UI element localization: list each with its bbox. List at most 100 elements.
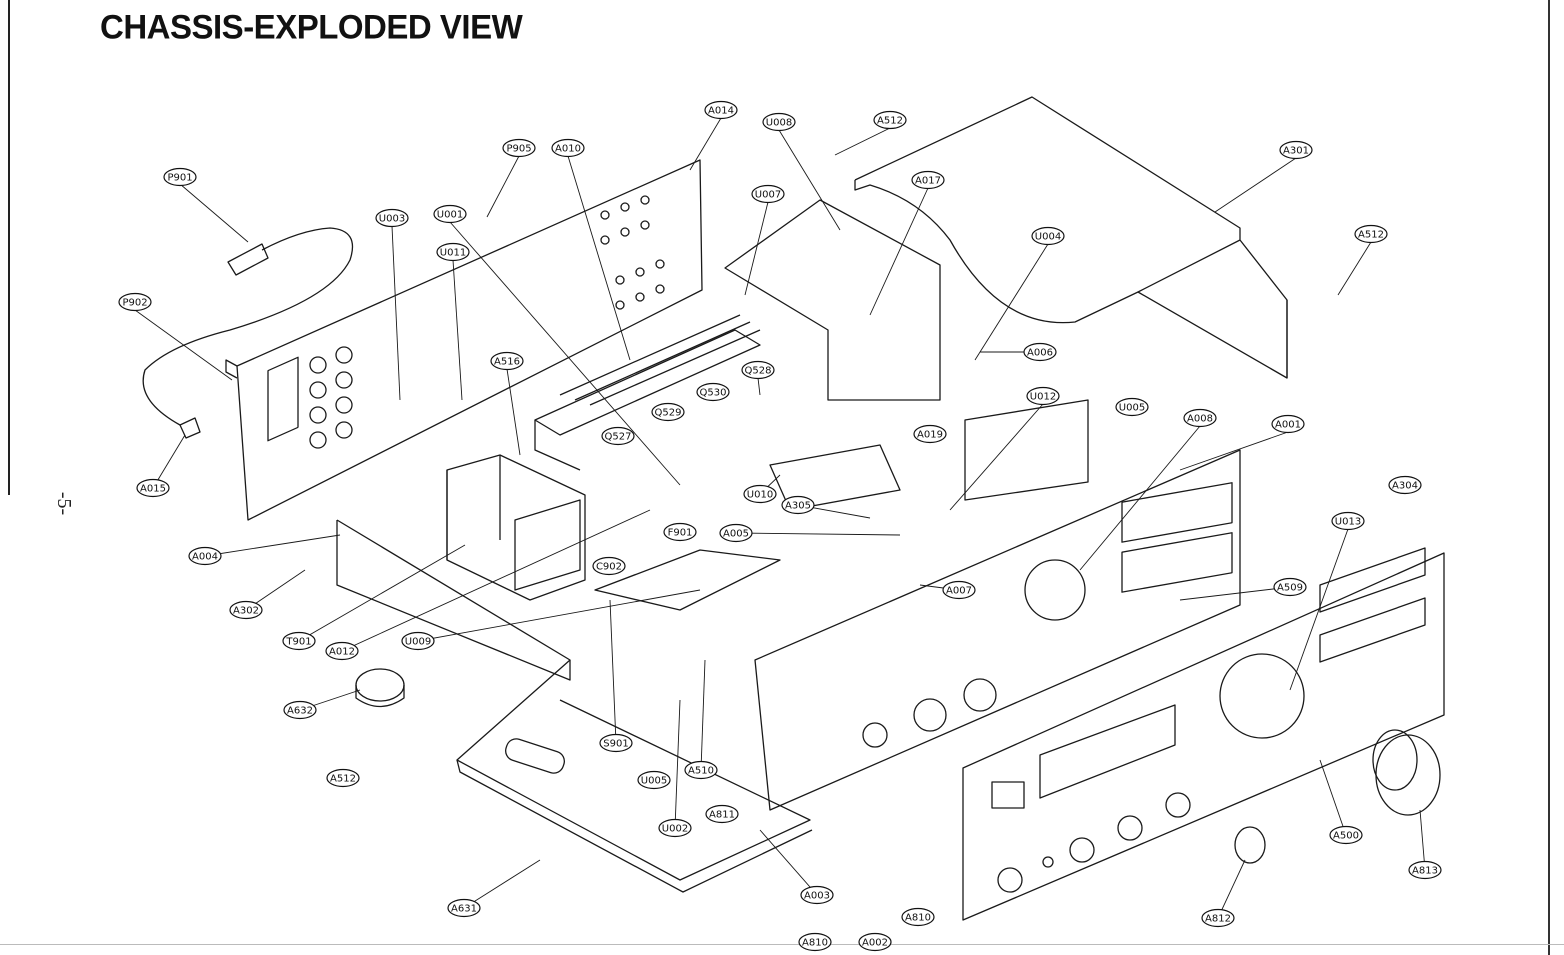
- part-label-u010: U010: [743, 484, 777, 504]
- part-label-a014: A014: [704, 100, 738, 120]
- part-label-text: A512: [330, 774, 356, 785]
- part-label-text: A305: [785, 501, 811, 512]
- front-panel: [962, 547, 1445, 921]
- part-label-u007: U007: [751, 184, 785, 204]
- part-label-a500: A500: [1329, 825, 1363, 845]
- part-label-a516: A516: [490, 351, 524, 371]
- part-label-u002: U002: [658, 818, 692, 838]
- part-label-text: Q529: [655, 408, 682, 419]
- part-label-text: C902: [596, 562, 622, 573]
- part-label-u011: U011: [436, 242, 470, 262]
- part-label-text: A512: [877, 116, 903, 127]
- chassis-bottom: [336, 519, 813, 893]
- part-label-t901: T901: [282, 631, 316, 651]
- part-label-text: Q527: [605, 432, 632, 443]
- part-label-q527: Q527: [601, 426, 635, 446]
- part-label-text: Q530: [700, 388, 727, 399]
- part-label-a632: A632: [283, 700, 317, 720]
- front-subpanel: [754, 449, 1241, 811]
- part-label-text: U005: [1119, 403, 1145, 414]
- part-label-a012: A012: [325, 641, 359, 661]
- part-label-u003: U003: [375, 208, 409, 228]
- part-label-text: T901: [285, 637, 311, 648]
- part-label-a302: A302: [229, 600, 263, 620]
- part-label-p905: P905: [502, 138, 536, 158]
- part-label-text: A012: [329, 647, 355, 658]
- part-label-a005: A005: [719, 523, 753, 543]
- page-title: CHASSIS-EXPLODED VIEW: [100, 7, 523, 46]
- part-label-text: A301: [1283, 146, 1309, 157]
- part-label-text: U003: [379, 214, 405, 225]
- part-label-text: A014: [708, 106, 734, 117]
- part-label-text: U010: [747, 490, 773, 501]
- leader-lines: [134, 117, 1426, 919]
- part-label-a811: A811: [705, 804, 739, 824]
- part-label-p901: P901: [163, 167, 197, 187]
- part-label-u001: U001: [433, 204, 467, 224]
- knobs: [355, 668, 1441, 864]
- part-label-a001: A001: [1271, 414, 1305, 434]
- part-label-a010: A010: [551, 138, 585, 158]
- left-border-line: [8, 0, 10, 495]
- part-label-u005: U005: [1115, 397, 1149, 417]
- part-label-a004: A004: [188, 546, 222, 566]
- part-label-text: A006: [1027, 348, 1053, 359]
- part-label-text: A509: [1277, 583, 1303, 594]
- part-label-text: A510: [688, 766, 714, 777]
- part-label-text: U012: [1030, 392, 1056, 403]
- part-label-text: A004: [192, 552, 218, 563]
- part-label-a017: A017: [911, 170, 945, 190]
- part-label-text: A632: [287, 706, 313, 717]
- part-label-a813: A813: [1408, 860, 1442, 880]
- part-label-text: A810: [905, 913, 931, 924]
- part-label-a008: A008: [1183, 408, 1217, 428]
- part-label-a810: A810: [798, 932, 832, 952]
- part-label-a301: A301: [1279, 140, 1313, 160]
- power-transformer: [446, 454, 586, 601]
- rear-panel: [225, 159, 703, 521]
- part-label-a810: A810: [901, 907, 935, 927]
- part-label-text: A008: [1187, 414, 1213, 425]
- heatsink: [534, 314, 761, 471]
- part-label-text: A003: [804, 891, 830, 902]
- part-label-text: A015: [140, 484, 166, 495]
- part-label-u008: U008: [762, 112, 796, 132]
- part-label-text: U002: [662, 824, 688, 835]
- part-label-text: P905: [506, 144, 531, 155]
- part-label-text: A516: [494, 357, 520, 368]
- part-label-a006: A006: [1023, 342, 1057, 362]
- part-label-text: A811: [709, 810, 735, 821]
- part-label-c902: C902: [592, 556, 626, 576]
- part-label-text: U007: [755, 190, 781, 201]
- part-label-a631: A631: [447, 898, 481, 918]
- circuit-boards: [594, 199, 1089, 611]
- part-label-text: A813: [1412, 866, 1438, 877]
- part-label-text: U008: [766, 118, 792, 129]
- part-label-u012: U012: [1026, 386, 1060, 406]
- part-label-s901: S901: [599, 733, 633, 753]
- part-label-text: A500: [1333, 831, 1359, 842]
- part-label-text: A302: [233, 606, 259, 617]
- right-border-line: [1548, 0, 1550, 955]
- part-label-text: A010: [555, 144, 581, 155]
- part-label-q530: Q530: [696, 382, 730, 402]
- part-label-text: U011: [440, 248, 466, 259]
- part-label-u009: U009: [401, 631, 435, 651]
- part-label-text: A007: [946, 586, 972, 597]
- part-label-a512: A512: [1354, 224, 1388, 244]
- part-label-u004: U004: [1031, 226, 1065, 246]
- part-label-a015: A015: [136, 478, 170, 498]
- part-label-text: A304: [1392, 481, 1418, 492]
- part-label-text: F901: [668, 528, 693, 539]
- part-label-text: P902: [122, 298, 147, 309]
- part-label-u005: U005: [637, 770, 671, 790]
- part-label-f901: F901: [663, 522, 697, 542]
- part-label-text: P901: [167, 173, 192, 184]
- part-label-a509: A509: [1273, 577, 1307, 597]
- part-label-q528: Q528: [741, 360, 775, 380]
- part-label-text: A005: [723, 529, 749, 540]
- part-label-a512: A512: [326, 768, 360, 788]
- part-label-p902: P902: [118, 292, 152, 312]
